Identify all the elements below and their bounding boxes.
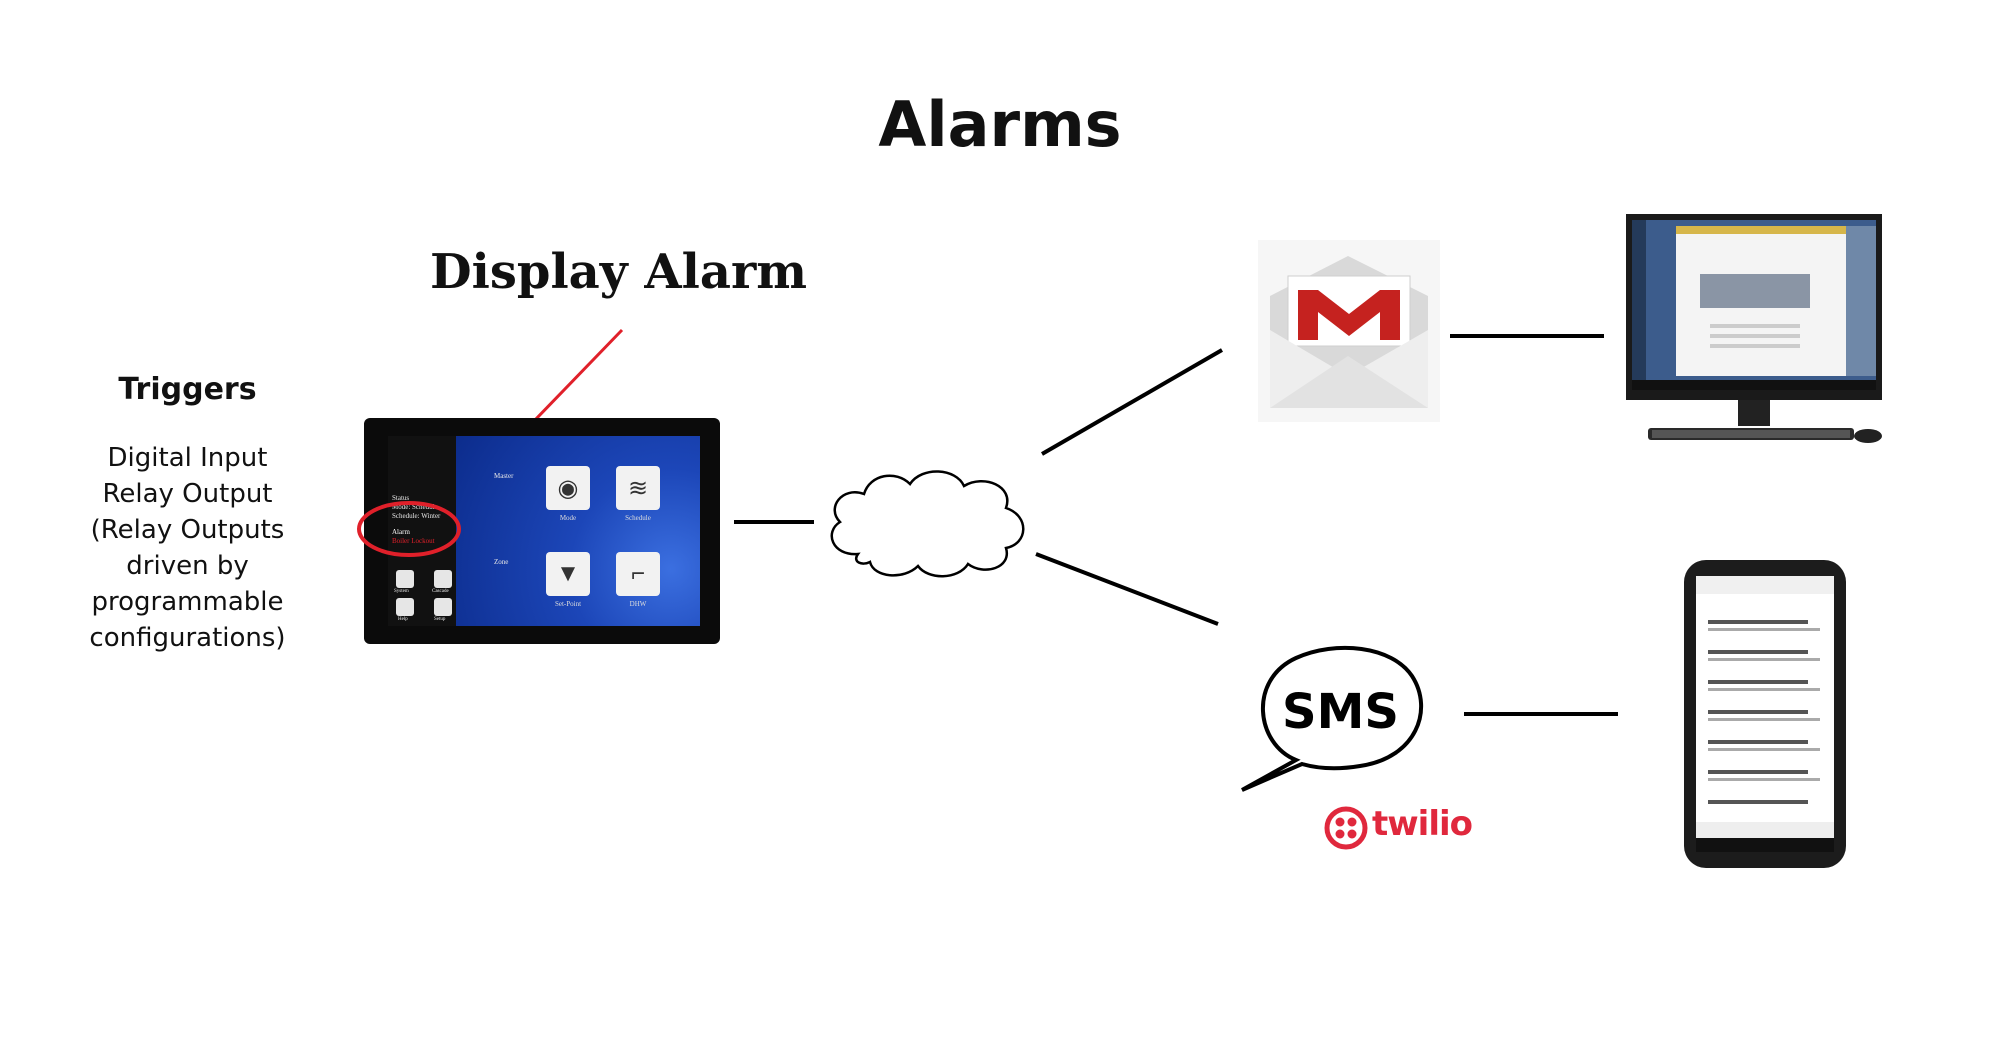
- trigger-line: configurations): [89, 623, 286, 653]
- alarm-highlight-circle: [357, 501, 461, 557]
- tablet-status-line: Schedule: Winter: [392, 512, 441, 520]
- side-item-label: Cascade: [432, 589, 449, 594]
- cloud-icon: [830, 470, 1025, 578]
- schedule-icon: ≋: [627, 475, 649, 502]
- trigger-line: driven by: [126, 551, 249, 581]
- trigger-line: (Relay Outputs: [90, 515, 285, 545]
- twilio-mark-icon: [1324, 806, 1368, 850]
- tile-schedule: ≋: [616, 466, 660, 510]
- tile-caption: DHW: [629, 600, 647, 608]
- triggers-heading: Triggers: [118, 372, 257, 407]
- system-icon: [396, 570, 414, 588]
- tile-caption: Schedule: [625, 514, 651, 522]
- tile-caption: Mode: [559, 514, 577, 522]
- cloud-to-sms-line: [1035, 552, 1219, 626]
- tablet-row-label: Master: [494, 472, 514, 480]
- dhw-icon: ⌐: [630, 560, 645, 587]
- trigger-line: Relay Output: [102, 479, 273, 509]
- cascade-icon: [434, 570, 452, 588]
- twilio-text: twilio: [1372, 804, 1473, 844]
- display-tablet: Status Mode: Schedule Schedule: Winter A…: [364, 418, 720, 644]
- tile-mode: ◉: [546, 466, 590, 510]
- help-icon: [396, 598, 414, 616]
- tablet-status-line: Mode: Schedule: [392, 503, 438, 511]
- side-item-label: System: [394, 589, 409, 594]
- tile-set-point: ▼: [546, 552, 590, 596]
- diagram-title: Alarms: [878, 88, 1122, 161]
- display-alarm-label: Display Alarm: [430, 244, 808, 300]
- mode-icon: ◉: [557, 475, 579, 502]
- setup-icon: [434, 598, 452, 616]
- trigger-line: programmable: [91, 587, 284, 617]
- sms-label: SMS: [1282, 684, 1399, 740]
- tablet-alarm-label: Alarm: [392, 528, 410, 536]
- gmail-icon: [1258, 240, 1440, 422]
- triggers-list: Digital Input Relay Output (Relay Output…: [60, 440, 315, 656]
- trigger-line: Digital Input: [107, 443, 268, 473]
- tablet-main-screen: Master Zone ◉ ≋ ▼ ⌐ Mode Schedule Set-Po…: [456, 436, 700, 626]
- tablet-row-label: Zone: [494, 558, 509, 566]
- tablet-status-line: Status: [392, 494, 410, 502]
- monitor-icon: [1620, 214, 1888, 454]
- sms-bubble-icon: SMS: [1236, 640, 1436, 800]
- tablet-alarm-value: Boiler Lockout: [392, 537, 435, 545]
- cloud-to-email-line: [1040, 348, 1224, 456]
- side-item-label: Help: [398, 617, 408, 622]
- tile-caption: Set-Point: [554, 600, 582, 608]
- set-point-icon: ▼: [556, 560, 580, 587]
- side-item-label: Setup: [434, 617, 446, 622]
- phone-icon: [1684, 560, 1846, 868]
- tile-dhw: ⌐: [616, 552, 660, 596]
